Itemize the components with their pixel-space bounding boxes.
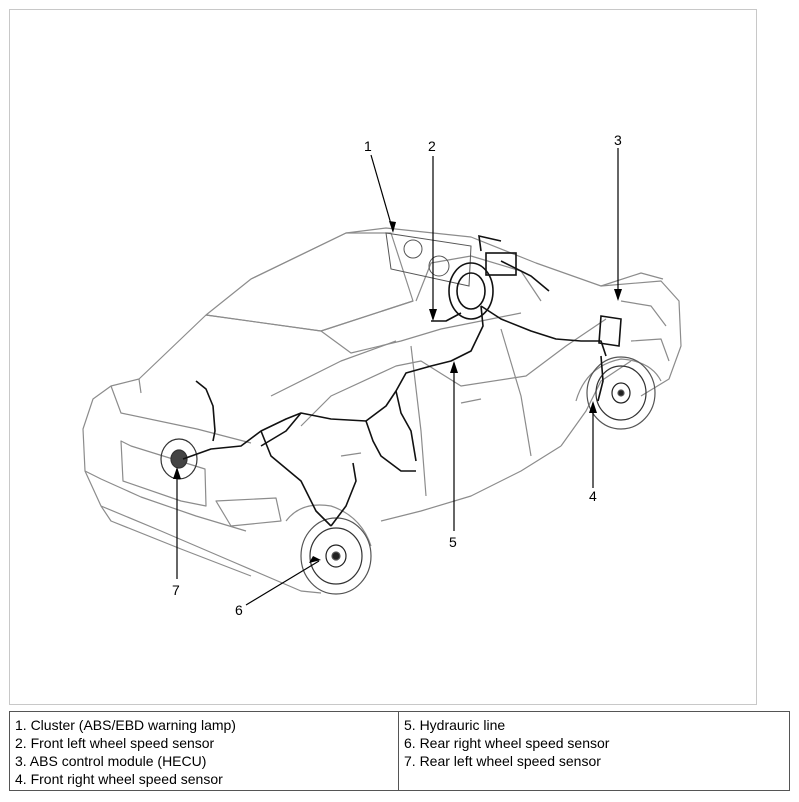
hecu-component — [448, 234, 622, 347]
callout-4: 4 — [589, 488, 597, 504]
callout-6: 6 — [235, 602, 243, 618]
hydraulic-lines — [182, 305, 607, 527]
callout-1: 1 — [364, 138, 372, 154]
legend-item: 3. ABS control module (HECU) — [15, 753, 207, 769]
diagram-frame: 1 2 3 4 5 6 7 — [9, 9, 757, 705]
legend-item: 5. Hydrauric line — [404, 717, 506, 733]
abs-layout-diagram: 1 2 3 4 5 6 7 — [82, 132, 682, 618]
legend-table: 1. Cluster (ABS/EBD warning lamp) 2. Fro… — [9, 711, 790, 791]
rear-right-wheel — [300, 517, 372, 595]
legend-column-left: 1. Cluster (ABS/EBD warning lamp) 2. Fro… — [10, 712, 399, 790]
legend-item: 2. Front left wheel speed sensor — [15, 735, 215, 751]
legend-item: 1. Cluster (ABS/EBD warning lamp) — [15, 717, 236, 733]
callout-leaders — [176, 148, 619, 606]
legend-column-right: 5. Hydrauric line 6. Rear right wheel sp… — [399, 712, 789, 790]
legend-item: 6. Rear right wheel speed sensor — [404, 735, 610, 751]
front-right-wheel — [586, 356, 656, 430]
cluster-component — [385, 232, 472, 287]
callout-arrowheads — [173, 221, 622, 563]
callout-2: 2 — [428, 138, 436, 154]
legend-item: 7. Rear left wheel speed sensor — [404, 753, 601, 769]
callout-3: 3 — [614, 132, 622, 148]
legend-item: 4. Front right wheel speed sensor — [15, 771, 223, 787]
callout-7: 7 — [172, 582, 180, 598]
callout-5: 5 — [449, 534, 457, 550]
